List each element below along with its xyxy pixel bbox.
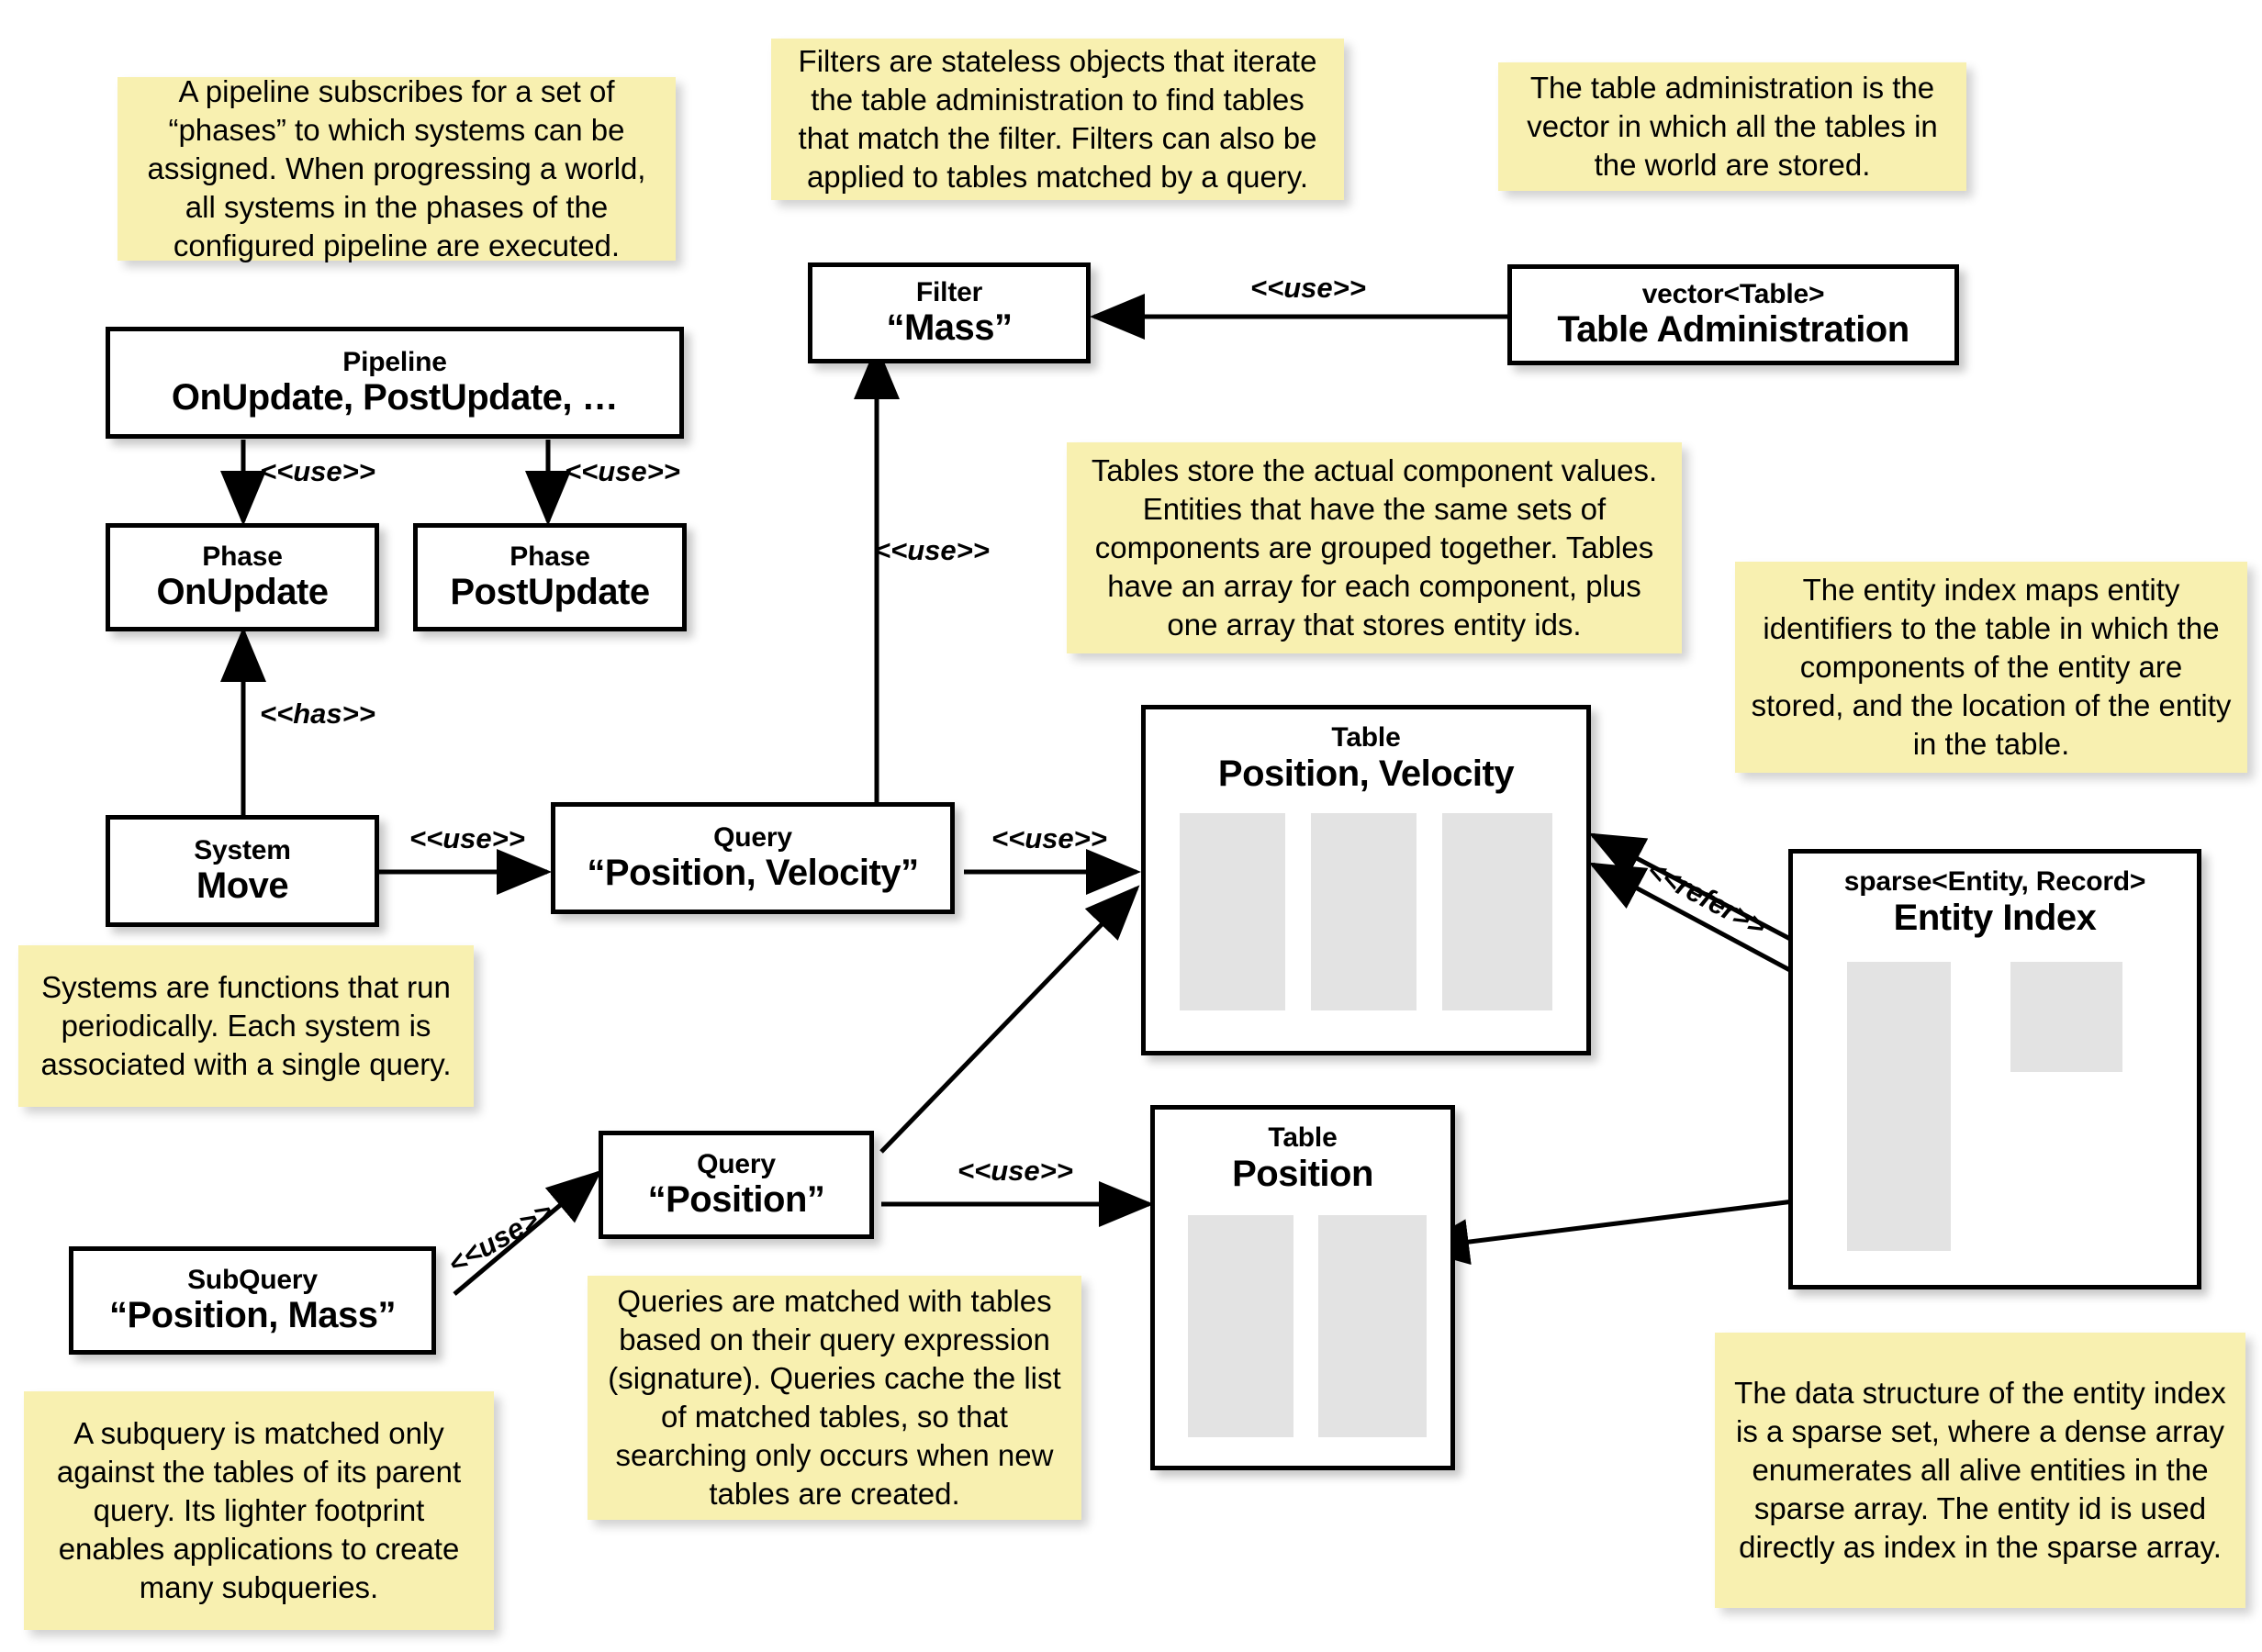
table-pv-array-bar-1 bbox=[1180, 813, 1285, 1010]
box-query-position[interactable]: Query “Position” bbox=[599, 1131, 874, 1239]
note-systems-text: Systems are functions that run periodica… bbox=[40, 970, 452, 1081]
label-query-pv-filter: <<use>> bbox=[874, 534, 990, 566]
box-entity-index-title: Entity Index bbox=[1893, 897, 2097, 938]
note-entity-index: The entity index maps entity identifiers… bbox=[1735, 562, 2247, 773]
note-subquery: A subquery is matched only against the t… bbox=[24, 1391, 494, 1630]
box-filter-mass-title: “Mass” bbox=[886, 307, 1013, 349]
label-system-phase-onupdate: <<has>> bbox=[260, 698, 375, 730]
table-pv-array-bar-2 bbox=[1311, 813, 1417, 1010]
box-table-admin-title: Table Administration bbox=[1557, 309, 1909, 351]
box-table-pv-stereotype: Table bbox=[1331, 722, 1401, 753]
label-system-query-pv: <<use>> bbox=[409, 822, 525, 854]
box-table-p-stereotype: Table bbox=[1268, 1122, 1338, 1153]
box-query-p-title: “Position” bbox=[647, 1179, 825, 1221]
note-table-administration: The table administration is the vector i… bbox=[1498, 62, 1966, 191]
box-system-move-title: Move bbox=[196, 865, 289, 907]
box-table-admin-stereotype: vector<Table> bbox=[1641, 278, 1825, 309]
label-query-p-table-p: <<use>> bbox=[957, 1155, 1073, 1187]
box-filter-mass[interactable]: Filter “Mass” bbox=[808, 262, 1091, 363]
note-tables-text: Tables store the actual component values… bbox=[1091, 453, 1658, 642]
box-pipeline-stereotype: Pipeline bbox=[342, 346, 447, 377]
label-pipeline-phase-postupdate: <<use>> bbox=[565, 455, 680, 487]
box-pipeline[interactable]: Pipeline OnUpdate, PostUpdate, … bbox=[106, 327, 684, 439]
box-subquery-stereotype: SubQuery bbox=[187, 1264, 318, 1295]
edge-query-p-table-pv bbox=[879, 885, 1140, 1154]
table-pv-array-bar-3 bbox=[1442, 813, 1552, 1010]
note-systems: Systems are functions that run periodica… bbox=[18, 945, 474, 1107]
note-sparse-set: The data structure of the entity index i… bbox=[1715, 1333, 2245, 1608]
box-system-move-stereotype: System bbox=[194, 834, 291, 865]
note-queries-text: Queries are matched with tables based on… bbox=[608, 1284, 1061, 1511]
note-table-administration-text: The table administration is the vector i… bbox=[1527, 71, 1938, 182]
table-p-array-bar-1 bbox=[1188, 1215, 1293, 1437]
label-tableadmin-filter: <<use>> bbox=[1250, 272, 1366, 304]
box-query-position-velocity[interactable]: Query “Position, Velocity” bbox=[551, 802, 955, 914]
box-table-administration[interactable]: vector<Table> Table Administration bbox=[1507, 264, 1959, 365]
box-pipeline-title: OnUpdate, PostUpdate, … bbox=[171, 377, 619, 419]
label-subquery-query-p: <<use>> bbox=[442, 1194, 559, 1281]
box-phase-postupdate[interactable]: Phase PostUpdate bbox=[413, 523, 687, 631]
box-system-move[interactable]: System Move bbox=[106, 815, 379, 927]
box-entity-index-stereotype: sparse<Entity, Record> bbox=[1843, 866, 2146, 897]
box-phase-onupdate-title: OnUpdate bbox=[156, 572, 329, 613]
box-phase-postupdate-title: PostUpdate bbox=[450, 572, 650, 613]
box-query-p-stereotype: Query bbox=[697, 1148, 776, 1179]
note-filters: Filters are stateless objects that itera… bbox=[771, 39, 1344, 200]
box-phase-onupdate-stereotype: Phase bbox=[202, 541, 283, 572]
box-query-pv-stereotype: Query bbox=[713, 821, 792, 853]
label-pipeline-phase-onupdate: <<use>> bbox=[260, 455, 375, 487]
note-pipeline: A pipeline subscribes for a set of “phas… bbox=[118, 74, 676, 262]
note-filters-text: Filters are stateless objects that itera… bbox=[798, 44, 1317, 194]
box-table-p-title: Position bbox=[1232, 1153, 1373, 1194]
box-phase-postupdate-stereotype: Phase bbox=[510, 541, 590, 572]
note-subquery-text: A subquery is matched only against the t… bbox=[56, 1416, 462, 1604]
note-pipeline-text: A pipeline subscribes for a set of “phas… bbox=[147, 74, 646, 262]
box-query-pv-title: “Position, Velocity” bbox=[587, 853, 919, 894]
entity-index-dense-array bbox=[2010, 962, 2122, 1072]
table-p-array-bar-2 bbox=[1318, 1215, 1427, 1437]
note-queries: Queries are matched with tables based on… bbox=[588, 1276, 1081, 1520]
note-sparse-set-text: The data structure of the entity index i… bbox=[1734, 1376, 2226, 1564]
box-filter-mass-stereotype: Filter bbox=[915, 276, 983, 307]
label-entityindex-table: <<refer>> bbox=[1641, 854, 1772, 943]
note-tables: Tables store the actual component values… bbox=[1067, 442, 1682, 653]
box-phase-onupdate[interactable]: Phase OnUpdate bbox=[106, 523, 379, 631]
box-subquery-title: “Position, Mass” bbox=[108, 1295, 397, 1336]
box-table-pv-title: Position, Velocity bbox=[1217, 753, 1515, 794]
entity-index-sparse-array bbox=[1847, 962, 1951, 1251]
note-entity-index-text: The entity index maps entity identifiers… bbox=[1751, 573, 2232, 761]
box-subquery[interactable]: SubQuery “Position, Mass” bbox=[69, 1246, 436, 1355]
label-query-pv-table-pv: <<use>> bbox=[991, 822, 1107, 854]
